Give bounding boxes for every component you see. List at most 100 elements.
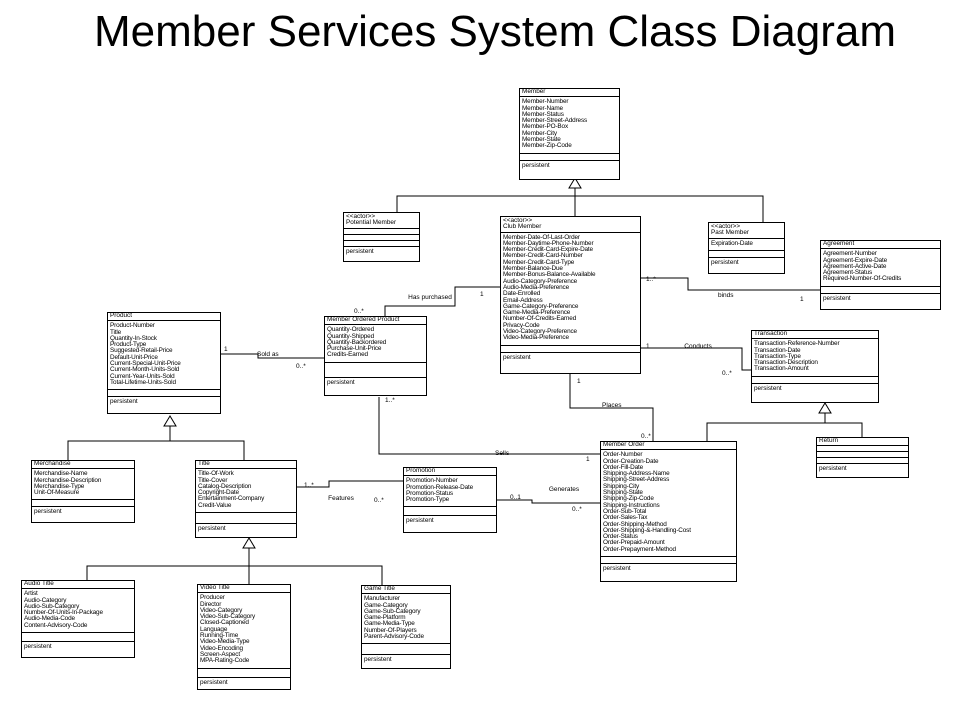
attribute: Entertainment-Company xyxy=(198,495,265,503)
attribute: Video-Category xyxy=(200,606,243,614)
attribute: Promotion-Type xyxy=(406,496,450,504)
class-name: Promotion xyxy=(406,467,436,474)
class-club-member: <<actor>> Club Member Member-Date-Of-Las… xyxy=(500,216,641,374)
multiplicity: 1..* xyxy=(304,482,314,489)
multiplicity: 0..* xyxy=(641,433,651,440)
attribute: Screen-Aspect xyxy=(200,650,240,658)
attribute-list: Merchandise-Name Merchandise-Description… xyxy=(32,469,134,501)
multiplicity: 1 xyxy=(646,343,650,350)
class-name: Transaction xyxy=(754,330,788,337)
attribute-list: Expiration-Date xyxy=(709,239,784,251)
attribute: Quantity-Ordered xyxy=(327,326,374,334)
class-name: Video Title xyxy=(200,584,230,591)
assoc-has-purchased xyxy=(384,286,500,316)
class-name: Member xyxy=(522,88,546,95)
persistence-label: persistent xyxy=(200,678,228,686)
class-game-title: Game Title Manufacturer Game-Category Ga… xyxy=(361,585,451,669)
multiplicity: 1 xyxy=(480,291,484,298)
attribute: Quantity-Backordered xyxy=(327,338,387,346)
class-name: Game Title xyxy=(364,585,395,592)
attribute: Current-Month-Units-Sold xyxy=(110,366,180,374)
assoc-features xyxy=(297,480,403,488)
attribute-list: Producer Director Video-Category Video-S… xyxy=(198,593,290,669)
attribute: Total-Lifetime-Units-Sold xyxy=(110,378,176,386)
assoc-sold-as xyxy=(221,353,324,359)
persistence-label: persistent xyxy=(364,656,392,664)
attribute: Order-Shipping-Method xyxy=(603,520,667,528)
attribute: Member-Bonus-Balance-Available xyxy=(503,271,596,279)
attribute: Transaction-Description xyxy=(754,359,818,367)
assoc-label-has-purchased: Has purchased xyxy=(408,294,452,301)
attribute: Promotion-Release-Date xyxy=(406,483,474,491)
multiplicity: 1 xyxy=(224,346,228,353)
class-past-member: <<actor>> Past Member Expiration-Date pe… xyxy=(708,222,785,274)
attribute-list: Artist Audio-Category Audio-Sub-Category… xyxy=(22,589,134,634)
assoc-label-conducts: Conducts xyxy=(684,343,712,350)
attribute: Member-Number xyxy=(522,98,569,106)
attribute: Title-Of-Work xyxy=(198,470,234,478)
class-transaction: Transaction Transaction-Reference-Number… xyxy=(751,330,879,403)
attribute: Order-Creation-Date xyxy=(603,457,659,465)
attribute: Transaction-Type xyxy=(754,352,801,360)
attribute: Member-Credit-Card-Number xyxy=(503,252,583,260)
attribute: Promotion-Number xyxy=(406,477,458,485)
class-name: Title xyxy=(198,460,210,467)
assoc-label-sells: Sells xyxy=(495,450,510,457)
attribute-list: Member-Date-Of-Last-Order Member-Daytime… xyxy=(501,233,640,346)
attribute: Member-Credit-Card-Expire-Date xyxy=(503,246,593,254)
persistence-label: persistent xyxy=(522,161,550,169)
attribute: Member-State xyxy=(522,136,561,144)
attribute: Director xyxy=(200,600,222,608)
class-video-title: Video Title Producer Director Video-Cate… xyxy=(197,584,291,690)
attribute: Credit-Value xyxy=(198,501,232,509)
attribute: Unit-Of-Measure xyxy=(34,489,79,497)
attribute: Member-Zip-Code xyxy=(522,142,572,150)
attribute-list: Member-Number Member-Name Member-Status … xyxy=(520,97,619,154)
attribute: Member-Street-Address xyxy=(522,117,588,125)
attribute: Order-Number xyxy=(603,451,643,459)
attribute: Shipping-Street-Address xyxy=(603,476,670,484)
attribute: Agreement-Expire-Date xyxy=(823,256,887,264)
class-product: Product Product-Number Title Quantity-In… xyxy=(107,312,221,414)
class-merchandise: Merchandise Merchandise-Name Merchandise… xyxy=(31,460,135,523)
attribute: Order-Shipping-&-Handling-Cost xyxy=(603,526,691,534)
persistence-label: persistent xyxy=(24,643,52,651)
generalization-arrowhead xyxy=(568,177,582,189)
attribute: Video-Category-Preference xyxy=(503,328,577,336)
attribute: Member-PO-Box xyxy=(522,123,568,131)
attribute-list: Title-Of-Work Title-Cover Catalog-Descri… xyxy=(196,469,296,514)
generalization-arrowhead xyxy=(163,415,177,427)
attribute: Parent-Advisory-Code xyxy=(364,633,424,641)
attribute: Merchandise-Name xyxy=(34,470,88,478)
attribute: Purchase-Unit-Price xyxy=(327,345,382,353)
attribute: Member-Date-Of-Last-Order xyxy=(503,233,580,241)
attribute: Audio-Category-Preference xyxy=(503,277,578,285)
attribute: Video-Media-Preference xyxy=(503,334,569,342)
attribute: Closed-Captioned xyxy=(200,619,249,627)
class-name: Club Member xyxy=(503,223,542,231)
assoc-conducts xyxy=(641,347,751,371)
attribute: Agreement-Active-Date xyxy=(823,262,887,270)
class-name: Member Order xyxy=(603,441,645,448)
class-name: Merchandise xyxy=(34,460,71,467)
attribute: Content-Advisory-Code xyxy=(24,621,88,629)
attribute: Order-Prepayment-Method xyxy=(603,545,676,553)
persistence-label: persistent xyxy=(823,294,851,302)
attribute: Expiration-Date xyxy=(711,239,753,247)
class-name: Potential Member xyxy=(346,219,397,227)
class-agreement: Agreement Agreement-Number Agreement-Exp… xyxy=(820,240,941,310)
generalization-product xyxy=(67,426,245,460)
stereotype: <<actor>> xyxy=(711,223,741,230)
attribute: Catalog-Description xyxy=(198,482,252,490)
multiplicity: 0..* xyxy=(296,363,306,370)
attribute: Shipping-Zip-Code xyxy=(603,495,654,503)
attribute: Audio-Category xyxy=(24,596,67,604)
attribute-list: Promotion-Number Promotion-Release-Date … xyxy=(404,476,496,508)
class-name: Product xyxy=(110,312,133,319)
class-name: Audio Title xyxy=(24,580,54,587)
attribute: Promotion-Status xyxy=(406,489,453,497)
class-audio-title: Audio Title Artist Audio-Category Audio-… xyxy=(21,580,135,658)
attribute: Audio-Media-Preference xyxy=(503,283,569,291)
multiplicity: 0..* xyxy=(722,370,732,377)
multiplicity: 1..* xyxy=(646,276,656,283)
